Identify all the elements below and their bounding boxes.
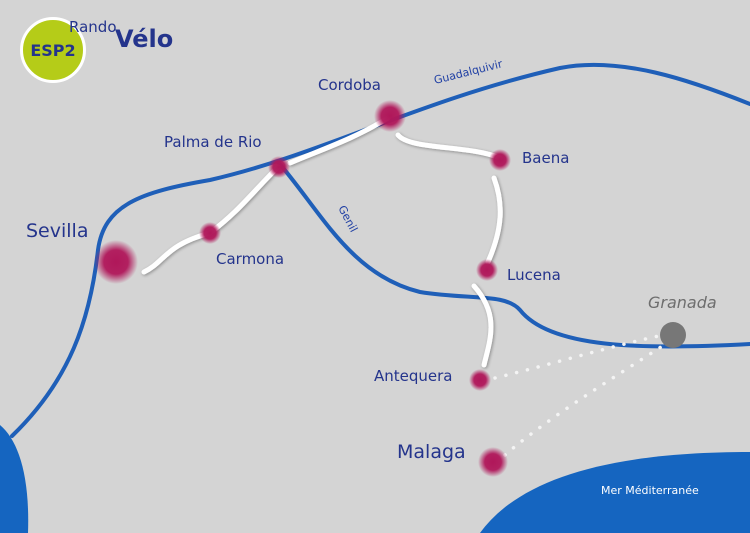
city-dot-cordoba[interactable]: [374, 100, 406, 132]
sea-atlantic: [0, 425, 29, 533]
city-dot-palma-de-rio[interactable]: [268, 156, 290, 178]
city-label-cordoba[interactable]: Cordoba: [318, 76, 381, 94]
sea-mediterranean: [480, 452, 750, 533]
transfer-routes: [493, 332, 670, 457]
city-label-sevilla[interactable]: Sevilla: [26, 220, 89, 242]
city-label-granada[interactable]: Granada: [648, 293, 717, 312]
city-dot-granada[interactable]: [660, 322, 686, 348]
brand-name-small: Rando: [69, 18, 117, 36]
city-label-malaga[interactable]: Malaga: [397, 441, 466, 463]
city-label-palma-de-rio[interactable]: Palma de Rio: [164, 133, 262, 151]
city-dot-baena[interactable]: [489, 149, 511, 171]
city-label-antequera[interactable]: Antequera: [374, 367, 453, 385]
region-badge: ESP2: [20, 17, 86, 83]
transfer-antequera-granada: [493, 332, 670, 380]
river-guadalquivir: [10, 62, 750, 438]
city-dots: [94, 100, 686, 477]
city-label-lucena[interactable]: Lucena: [507, 266, 561, 284]
city-dot-antequera[interactable]: [469, 369, 491, 391]
city-dot-carmona[interactable]: [199, 222, 221, 244]
city-dot-malaga[interactable]: [478, 447, 508, 477]
brand-name-large: Vélo: [115, 25, 174, 53]
city-dot-sevilla[interactable]: [94, 240, 138, 284]
river-genil: [276, 160, 750, 349]
sea-label: Mer Méditerranée: [601, 484, 699, 497]
city-label-baena[interactable]: Baena: [522, 149, 570, 167]
city-dot-lucena[interactable]: [476, 259, 498, 281]
city-label-carmona[interactable]: Carmona: [216, 250, 285, 268]
